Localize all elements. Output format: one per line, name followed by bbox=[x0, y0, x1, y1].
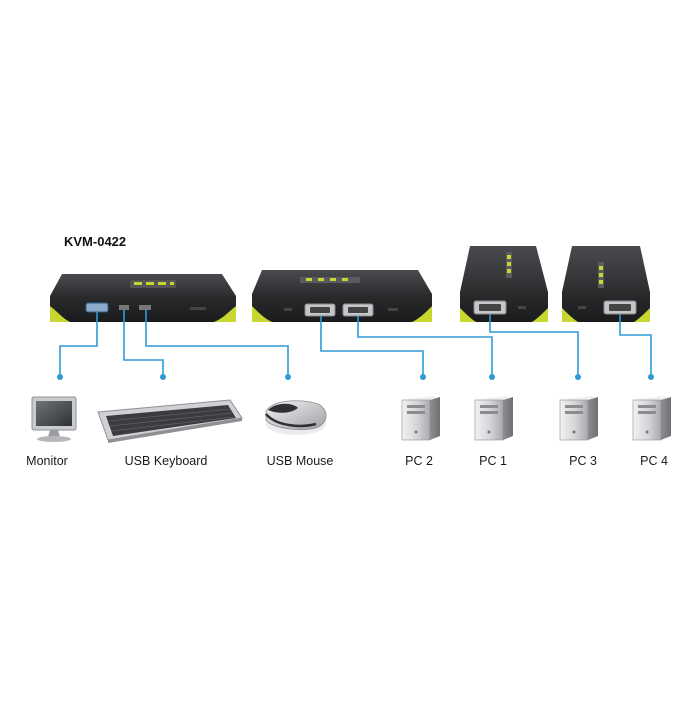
endpoint-dot bbox=[420, 374, 426, 380]
endpoint-dot bbox=[285, 374, 291, 380]
kvm-device-3 bbox=[460, 246, 548, 322]
label-pc1: PC 1 bbox=[479, 454, 507, 468]
pc2-tower-icon bbox=[401, 396, 440, 441]
label-pc2: PC 2 bbox=[405, 454, 433, 468]
pc1-tower-icon bbox=[474, 396, 513, 441]
keyboard-icon bbox=[97, 399, 243, 443]
label-usb-keyboard: USB Keyboard bbox=[124, 454, 208, 468]
pc4-tower-icon bbox=[632, 396, 671, 441]
cable-mouse bbox=[145, 310, 289, 376]
cable-pc3 bbox=[489, 314, 579, 376]
cable-monitor bbox=[59, 312, 98, 376]
label-pc3: PC 3 bbox=[569, 454, 597, 468]
endpoint-dot bbox=[575, 374, 581, 380]
endpoint-dot bbox=[648, 374, 654, 380]
model-title: KVM-0422 bbox=[64, 234, 127, 249]
kvm-device-1 bbox=[50, 274, 236, 322]
cable-lines bbox=[59, 310, 652, 376]
kvm-device-2 bbox=[252, 270, 432, 322]
mouse-icon bbox=[265, 400, 327, 435]
monitor-icon bbox=[31, 396, 77, 442]
label-monitor: Monitor bbox=[26, 454, 68, 468]
endpoint-dot bbox=[57, 374, 63, 380]
pc3-tower-icon bbox=[559, 396, 598, 441]
cable-pc1 bbox=[357, 316, 493, 376]
kvm-device-4 bbox=[562, 246, 650, 322]
endpoint-dot bbox=[489, 374, 495, 380]
cable-pc4 bbox=[619, 314, 652, 376]
label-usb-mouse: USB Mouse bbox=[266, 454, 334, 468]
cable-pc2 bbox=[320, 316, 424, 376]
cable-endpoints bbox=[57, 374, 654, 380]
cable-keyboard bbox=[123, 310, 164, 376]
label-pc4: PC 4 bbox=[640, 454, 668, 468]
endpoint-dot bbox=[160, 374, 166, 380]
